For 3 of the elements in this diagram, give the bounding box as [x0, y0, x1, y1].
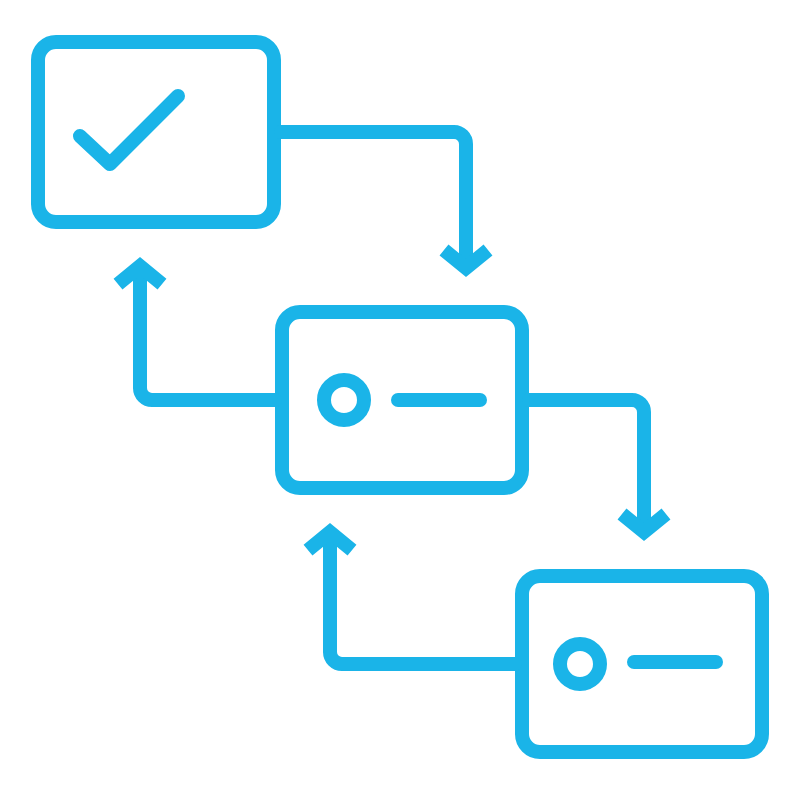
box — [515, 569, 769, 759]
box — [275, 305, 529, 495]
box — [31, 35, 281, 229]
